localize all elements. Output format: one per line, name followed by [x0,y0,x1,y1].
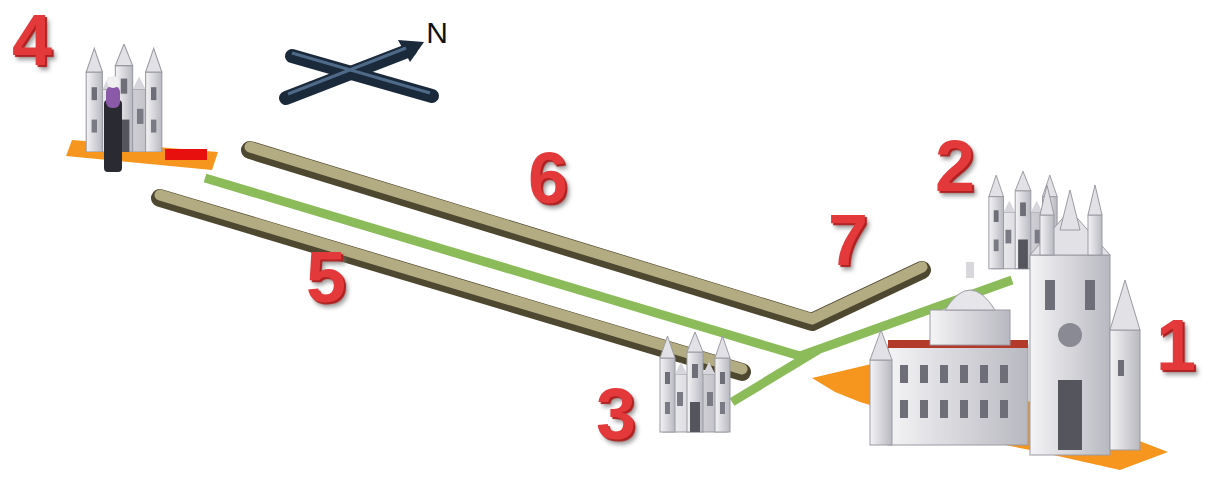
compass [286,40,432,98]
callout-number: 2 [935,130,975,202]
callout-number: 7 [828,204,868,276]
callout-number: 1 [1156,309,1196,381]
compass-letter: N [426,18,448,48]
callout-number: 6 [528,142,568,214]
callout-number: 5 [306,241,346,313]
callout-number: 4 [12,4,52,76]
basilica [870,185,1140,455]
callout-number: 3 [596,378,636,450]
